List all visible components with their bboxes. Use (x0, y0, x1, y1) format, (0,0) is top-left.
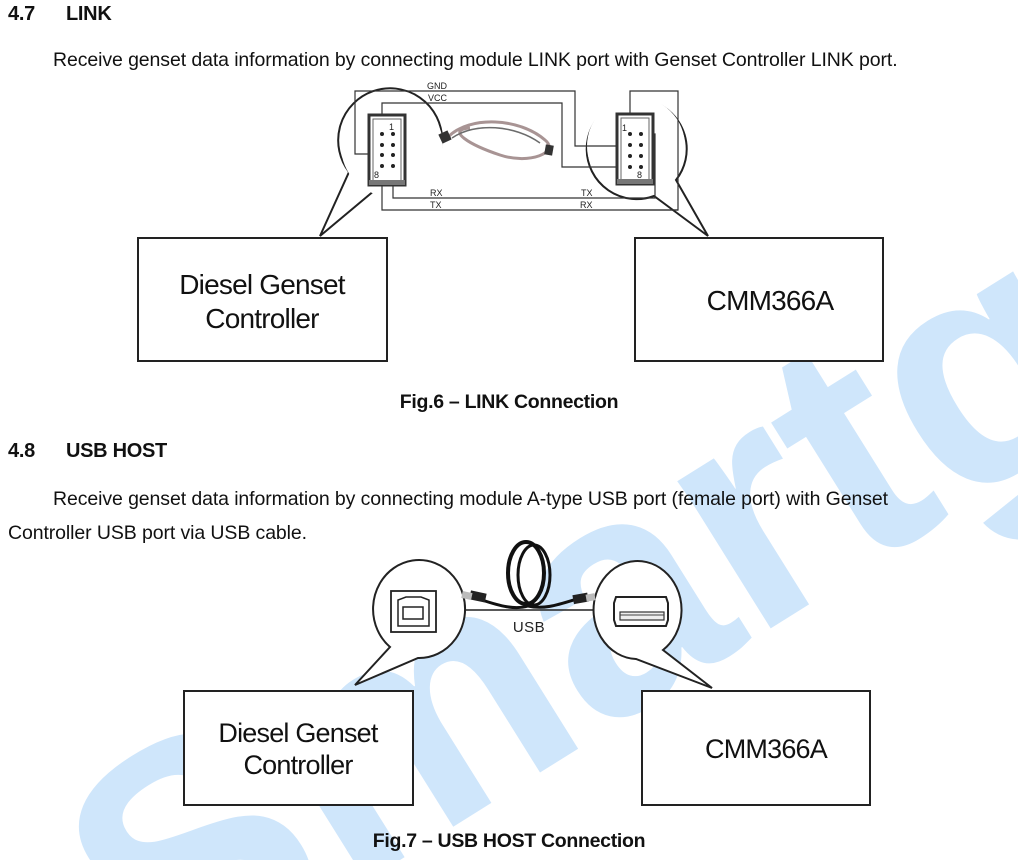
ribbon-cable-icon (438, 120, 554, 160)
tx-label-right: TX (581, 188, 593, 198)
section-title: LINK (66, 3, 112, 25)
link-connection-diagram: 1 8 1 8 GND VCC R (137, 81, 884, 362)
diesel-genset-controller-box (183, 690, 414, 806)
figure-caption: Fig.7 – USB HOST Connection (0, 830, 1018, 853)
paragraph-line: Controller USB port via USB cable. (8, 522, 307, 544)
controller-box-line1: Diesel Genset (179, 269, 345, 300)
rx-label-right: RX (580, 200, 593, 210)
usb-a-port-icon (613, 596, 669, 627)
usb-cable-label: USB (513, 619, 545, 636)
cmm366a-label: CMM366A (707, 285, 835, 316)
pin-label-8-right: 8 (637, 170, 642, 180)
figure-caption-text: Fig.7 – USB HOST Connection (372, 830, 646, 852)
section-heading-link: 4.7 LINK (8, 3, 112, 26)
pin-label-1: 1 (389, 122, 394, 132)
diesel-genset-controller-box (137, 237, 388, 362)
section-heading-usb-host: 4.8 USB HOST (8, 440, 167, 463)
gnd-wire (354, 90, 627, 155)
figure-caption-text: Fig.6 – LINK Connection (399, 391, 619, 413)
paragraph-line: Receive genset data information by conne… (53, 49, 898, 71)
pin-label-1-right: 1 (622, 123, 627, 133)
usb-cable-icon (461, 540, 596, 610)
vcc-wire (381, 102, 629, 168)
controller-box-line2: Controller (243, 750, 353, 780)
cmm366a-box (634, 237, 884, 362)
tx-label-left: TX (430, 200, 442, 210)
rx-label-left: RX (430, 188, 443, 198)
section-number: 4.8 (8, 440, 35, 462)
controller-box-line2: Controller (205, 303, 319, 334)
paragraph-line: Receive genset data information by conne… (53, 488, 888, 510)
section-number: 4.7 (8, 3, 35, 25)
cmm366a-box (641, 690, 871, 806)
section-paragraph: Receive genset data information by conne… (53, 43, 898, 77)
figure-caption: Fig.6 – LINK Connection (0, 391, 1018, 414)
right-link-connector: 1 8 (615, 112, 655, 186)
left-link-connector: 1 8 (367, 113, 407, 187)
pin-label-8: 8 (374, 170, 379, 180)
gnd-label: GND (427, 81, 448, 91)
controller-box-line1: Diesel Genset (218, 718, 378, 748)
vcc-label: VCC (428, 93, 448, 103)
usb-b-port-icon (390, 590, 437, 633)
cmm366a-label: CMM366A (705, 734, 828, 764)
section-paragraph: Receive genset data information by conne… (8, 482, 888, 550)
section-title: USB HOST (66, 440, 167, 462)
